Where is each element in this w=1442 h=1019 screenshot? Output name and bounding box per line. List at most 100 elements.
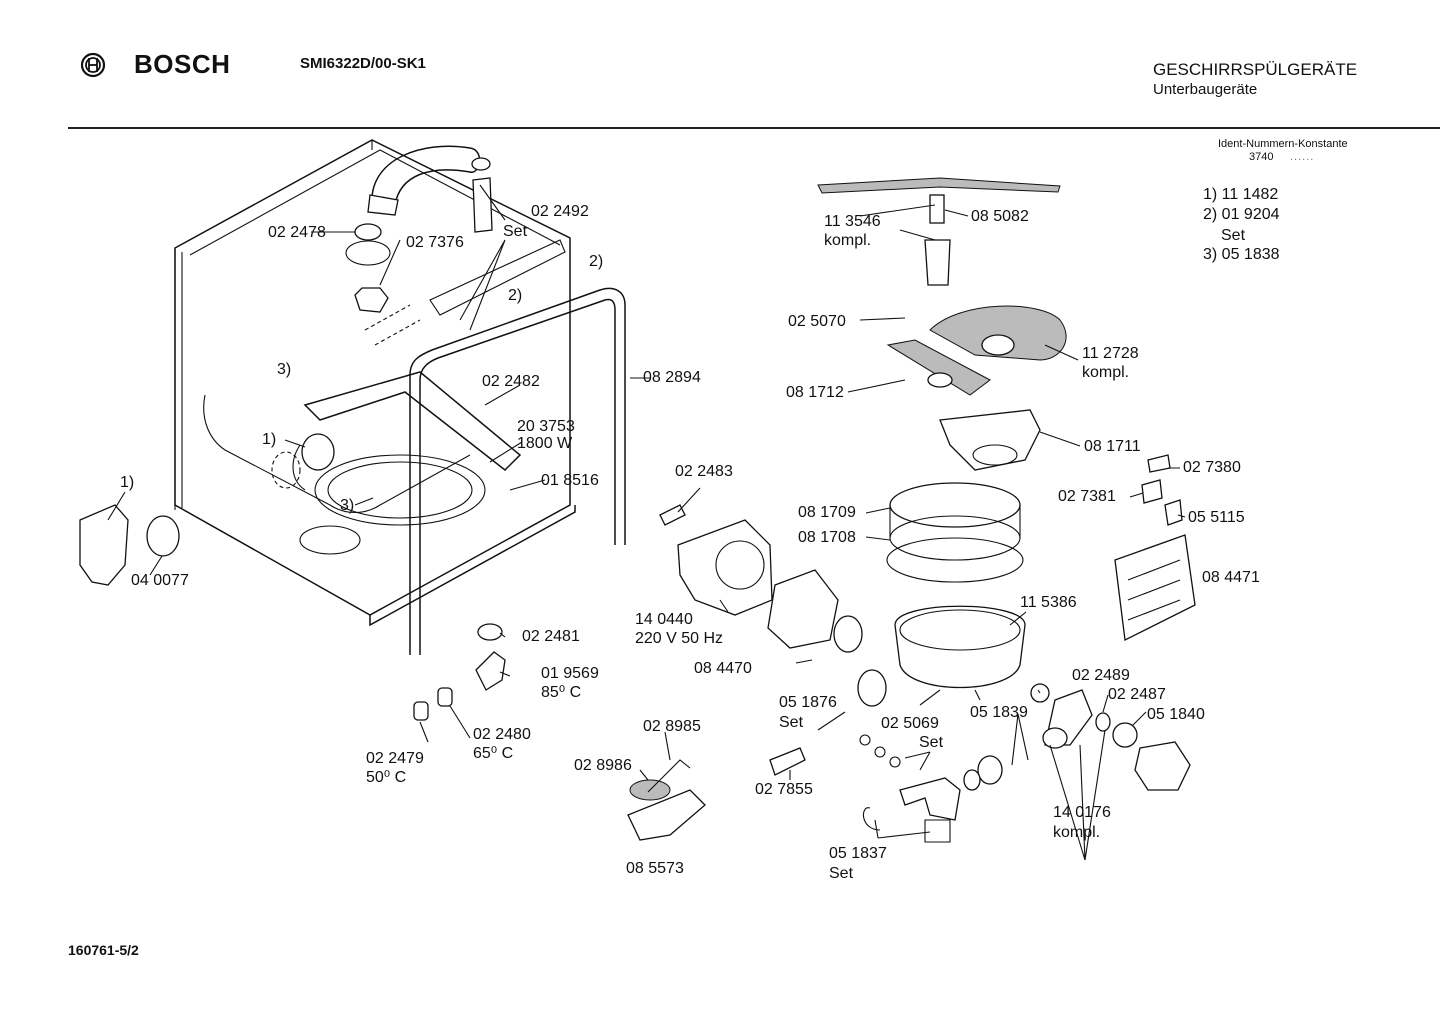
label-05-1837: 05 1837 [829,845,887,862]
label-05-1837-set: Set [829,865,854,882]
label-02-2492: 02 2492 [531,203,589,220]
label-02-7381: 02 7381 [1058,488,1116,505]
bracket-08-4471 [1114,534,1196,641]
label-14-0440: 14 0440 [635,611,693,628]
label-1800w: 1800 W [517,435,573,452]
spray-arm-11-3546 [817,177,1061,194]
label-note-1-dispenser: 1) [120,474,135,491]
document-code: 160761-5/2 [68,942,139,958]
elbow-hose [899,777,961,821]
label-85c: 85⁰ C [541,684,582,701]
label-02-2481: 02 2481 [522,628,580,645]
seal-ring-04-0077 [146,515,180,557]
label-02-8985: 02 8985 [643,718,701,735]
header-divider [68,127,1440,129]
page-title: GESCHIRRSPÜLGERÄTE [1153,60,1358,79]
label-02-5069: 02 5069 [881,715,939,732]
thermostat-01-9569 [475,651,506,691]
label-02-2482: 02 2482 [482,373,540,390]
label-02-2487: 02 2487 [1108,686,1166,703]
ident-value: 3740 [1249,151,1274,163]
ident-dots: ...... [1290,151,1315,163]
label-11-5386: 11 5386 [1020,594,1077,611]
label-note-2-right: 2) [589,253,604,270]
part-02-2487 [1095,712,1111,732]
clip-02-2483 [659,504,686,526]
inlet-hose [367,145,493,233]
label-note-2-left: 2) [508,287,523,304]
label-05-1840: 05 1840 [1147,706,1205,723]
sensor-02-2479 [413,701,429,721]
drain-pump-motor [1134,741,1191,791]
ring-08-1709 [889,482,1021,528]
label-05-1876-set: Set [779,714,804,731]
spray-connector [924,239,951,286]
tub-cabinet [174,139,576,627]
label-08-1711: 08 1711 [1084,438,1141,455]
label-02-7376: 02 7376 [406,234,464,251]
brand-name: BOSCH [134,49,231,79]
label-50c: 50⁰ C [366,769,407,786]
page-subtitle: Unterbaugeräte [1153,81,1258,98]
label-220v-50hz: 220 V 50 Hz [635,630,724,647]
label-08-2894: 08 2894 [643,369,701,386]
ring-05-1839 [977,755,1003,785]
label-02-8986: 02 8986 [574,757,632,774]
clip-05-5115 [1164,499,1183,526]
label-20-3753: 20 3753 [517,418,575,435]
cap-02-7376 [354,287,389,313]
pump-sleeve [833,615,863,653]
clip-02-7380 [1147,454,1171,473]
label-11-2728-kompl: kompl. [1082,364,1130,381]
label-note-3-lower: 3) [340,497,355,514]
filter-08-1711 [939,409,1041,471]
label-08-1708: 08 1708 [798,529,856,546]
label-08-5573: 08 5573 [626,860,684,877]
label-02-2492-set: Set [503,223,528,240]
label-01-8516: 01 8516 [541,472,599,489]
label-02-2479: 02 2479 [366,750,424,767]
ident-label: Ident-Nummern-Konstante [1218,138,1348,150]
valve-02-2481 [477,623,503,641]
bosch-logo-icon [80,52,106,78]
label-02-2483: 02 2483 [675,463,733,480]
model-number: SMI6322D/00-SK1 [300,55,426,72]
label-02-7380: 02 7380 [1183,459,1241,476]
sump-11-5386 [894,605,1026,689]
footnote-1: 1) 11 1482 [1203,186,1279,203]
label-note-1-tub: 1) [262,431,277,448]
seal-ring-02-2478 [354,223,382,241]
label-14-0176: 14 0176 [1053,804,1111,821]
label-11-3546-kompl: kompl. [824,232,872,249]
label-14-0176-kompl: kompl. [1053,824,1101,841]
lever-08-5573 [627,789,706,841]
valve-02-7855 [769,747,806,776]
label-note-3-upper: 3) [277,361,292,378]
ring-08-1708 [886,537,1024,583]
label-11-3546: 11 3546 [824,213,881,230]
hose-05-1876 [857,669,887,707]
label-65c: 65⁰ C [473,745,514,762]
footnote-3: 3) 05 1838 [1203,246,1280,263]
pump-housing [767,569,839,649]
label-05-5115: 05 5115 [1188,509,1245,526]
spray-arm-hub [929,194,945,224]
label-04-0077: 04 0077 [131,572,189,589]
label-02-5069-set: Set [919,734,944,751]
label-05-1839: 05 1839 [970,704,1028,721]
footnote-2: 2) 01 9204 [1203,206,1280,223]
label-08-5082: 08 5082 [971,208,1029,225]
label-08-4470: 08 4470 [694,660,752,677]
label-02-7855: 02 7855 [755,781,813,798]
label-11-2728: 11 2728 [1082,345,1139,362]
label-08-4471: 08 4471 [1202,569,1260,586]
door-frame-08-2894 [409,287,626,655]
label-02-2489: 02 2489 [1072,667,1130,684]
clip-02-7381 [1141,479,1163,504]
fitting-part-1 [301,433,335,471]
part-05-1840 [1112,722,1138,748]
label-02-2480: 02 2480 [473,726,531,743]
dispenser-part [79,504,129,586]
